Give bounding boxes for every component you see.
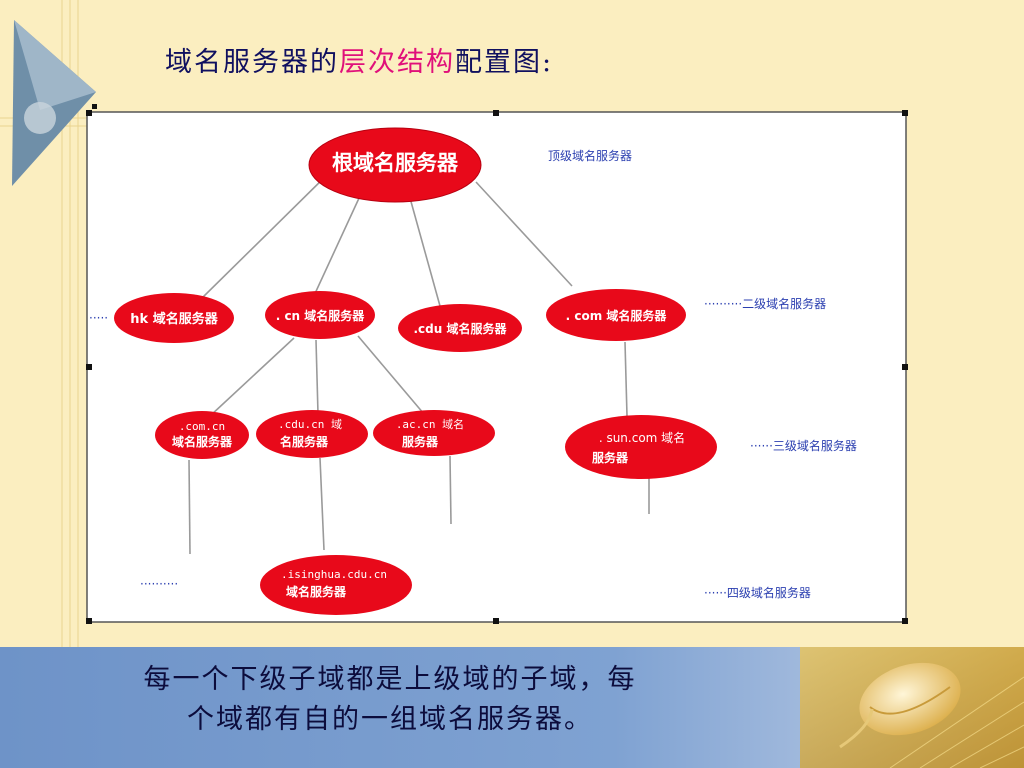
footer-caption: 每一个下级子域都是上级域的子域，每 个域都有自的一组域名服务器。	[80, 660, 700, 740]
node-edu: .cdu 域名服务器	[398, 304, 522, 352]
footer-caption-line-1: 每一个下级子域都是上级域的子域，每	[143, 664, 637, 695]
node-tsinghua: .isinghua.cdu.cn 域名服务器	[260, 555, 412, 615]
frame-handles	[86, 110, 908, 624]
node-sun-com: . sun.com 域名 服务器	[565, 415, 717, 479]
level-label-fourth: ······四级域名服务器	[704, 585, 811, 600]
level-label-top: 顶级域名服务器	[548, 148, 632, 163]
title-highlight: 层次结构	[339, 47, 455, 78]
dots-left-second: ·····	[89, 311, 108, 325]
node-ac-cn-label-1: .ac.cn 域名	[396, 417, 464, 431]
node-sun-com-label-1: . sun.com 域名	[599, 430, 685, 445]
diagram-frame	[86, 111, 907, 623]
connector-lines	[188, 169, 650, 555]
node-cn: . cn 域名服务器	[265, 291, 375, 339]
level-label-third: ······三级域名服务器	[750, 438, 857, 453]
node-tsinghua-label-1: .isinghua.cdu.cn	[281, 568, 387, 581]
node-com: . com 域名服务器	[546, 289, 686, 341]
title-text-end: 配置图:	[455, 47, 554, 78]
node-root: 根域名服务器	[308, 127, 482, 203]
mouse-keyboard-image	[800, 647, 1024, 768]
title-text: 域名服务器的	[165, 47, 339, 78]
node-hk-label: hk 域名服务器	[130, 311, 218, 327]
node-com-label: . com 域名服务器	[566, 308, 668, 323]
node-cn-label: . cn 域名服务器	[276, 308, 366, 323]
node-com-cn-label-2: 域名服务器	[172, 434, 233, 449]
node-edu-cn-label-1: .cdu.cn 域	[278, 418, 342, 431]
slide-title: 域名服务器的层次结构配置图:	[165, 40, 553, 80]
node-ac-cn: .ac.cn 域名 服务器	[373, 410, 495, 456]
level-labels: 顶级域名服务器 ··········二级域名服务器 ······三级域名服务器 …	[89, 148, 857, 600]
node-tsinghua-label-2: 域名服务器	[286, 584, 347, 599]
node-root-label: 根域名服务器	[332, 151, 459, 175]
level-label-second: ··········二级域名服务器	[704, 296, 826, 311]
node-edu-label: .cdu 域名服务器	[414, 321, 508, 336]
footer-caption-line-2: 个域都有自的一组域名服务器。	[187, 704, 593, 735]
dots-left-fourth: ··········	[140, 577, 178, 591]
corner-decoration	[0, 0, 100, 647]
node-edu-cn-label-2: 名服务器	[280, 434, 329, 449]
node-ac-cn-label-2: 服务器	[402, 434, 439, 449]
node-com-cn: .com.cn 域名服务器	[155, 411, 249, 459]
node-edu-cn: .cdu.cn 域 名服务器	[256, 410, 368, 458]
node-com-cn-label-1: .com.cn	[179, 420, 225, 433]
node-sun-com-label-2: 服务器	[592, 450, 629, 465]
node-hk: hk 域名服务器	[114, 293, 234, 343]
dns-hierarchy-diagram: 根域名服务器 hk 域名服务器 . cn 域名服务器 .cdu 域名服务器 . …	[86, 110, 908, 624]
